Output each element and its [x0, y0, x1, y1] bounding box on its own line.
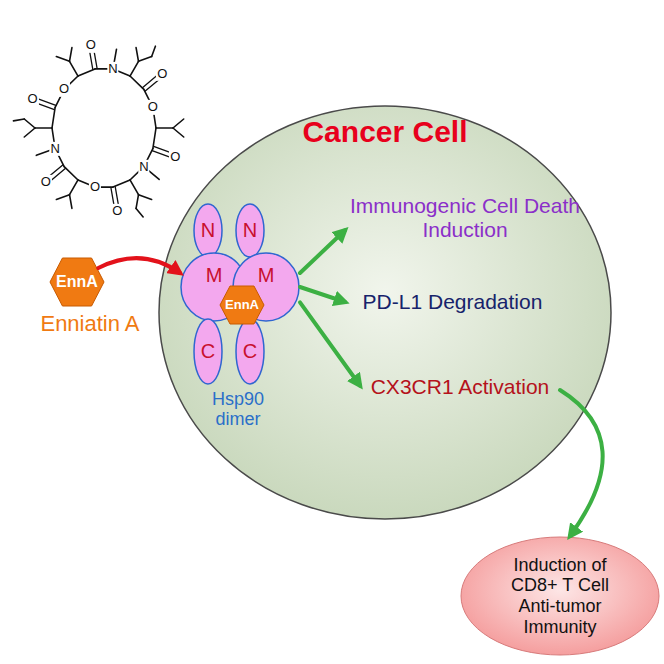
- atom-symbol: O: [27, 92, 39, 106]
- result-label: Induction of CD8+ T Cell Anti-tumor Immu…: [495, 555, 625, 638]
- bond-line: [13, 119, 24, 121]
- atom-symbol: O: [111, 204, 123, 218]
- hsp90-domain: N: [235, 203, 265, 258]
- outcome-label: PD-L1 Degradation: [363, 290, 543, 314]
- bond-line: [153, 128, 156, 149]
- drug-abbrev: EnnA: [56, 273, 98, 291]
- atom-symbol: O: [40, 175, 52, 189]
- outline-ellipse: [159, 106, 611, 519]
- bond-line: [24, 119, 35, 128]
- outline-hexagon: [220, 286, 264, 324]
- hsp90-domain: C: [235, 318, 265, 385]
- atom-symbol: O: [169, 150, 181, 164]
- cancer-cell: Cancer CellNNMMCCEnnAImmunogenic Cell De…: [158, 105, 612, 520]
- bond-line: [156, 127, 173, 129]
- enna-hexagon: EnnA: [219, 285, 265, 325]
- atom-symbol: O: [89, 180, 101, 194]
- atom-symbol: N: [107, 62, 118, 76]
- bond-line: [56, 195, 69, 200]
- domain-letter: C: [201, 340, 215, 363]
- outline-hexagon: [50, 258, 104, 306]
- bond-line: [130, 61, 139, 76]
- domain-letter: N: [201, 219, 215, 242]
- immunity-ellipse: Induction of CD8+ T Cell Anti-tumor Immu…: [460, 536, 660, 656]
- bond-line: [70, 180, 79, 195]
- bond-line: [139, 57, 152, 62]
- bond-line: [70, 61, 79, 76]
- bond-line: [130, 76, 144, 89]
- outline-ellipse: [236, 204, 264, 257]
- atom-symbol: O: [85, 38, 97, 52]
- outcome-text: CX3CR1 Activation: [360, 372, 560, 402]
- atom-symbol: O: [147, 100, 159, 114]
- outline-ellipse: [194, 204, 222, 257]
- domain-letter: M: [206, 264, 223, 287]
- cell-title: Cancer Cell: [158, 115, 612, 150]
- hsp90-domain: N: [193, 203, 223, 258]
- outcome-label: Immunogenic Cell Death Induction: [350, 194, 580, 242]
- outline-ellipse: [236, 319, 264, 384]
- bond-line: [64, 167, 78, 180]
- bond-line: [173, 128, 184, 137]
- atom-symbol: N: [138, 159, 149, 173]
- bond-line: [78, 69, 95, 76]
- bond-line: [56, 57, 69, 62]
- bond-line: [52, 107, 55, 128]
- atom-symbol: N: [49, 141, 60, 155]
- outline-ellipse: [194, 319, 222, 384]
- bond-line: [139, 195, 152, 200]
- bond-line: [136, 195, 138, 209]
- compound-name: Enniatin A: [15, 312, 165, 336]
- bond-line: [70, 48, 72, 62]
- bond-line: [130, 180, 139, 195]
- protein-label: Hsp90 dimer: [190, 390, 286, 430]
- drug-abbrev: EnnA: [225, 298, 259, 313]
- domain-letter: M: [258, 264, 275, 287]
- outcome-text: PD-L1 Degradation: [345, 287, 560, 317]
- bond-line: [35, 127, 52, 129]
- bond-line: [113, 180, 130, 187]
- domain-letter: C: [243, 340, 257, 363]
- outcome-label: CX3CR1 Activation: [371, 375, 550, 399]
- bond-line: [136, 208, 143, 216]
- outcome-text: Immunogenic Cell Death Induction: [345, 190, 585, 246]
- bond-line: [173, 119, 184, 128]
- hsp90-domain: C: [193, 318, 223, 385]
- bond-line: [136, 48, 138, 62]
- domain-letter: N: [243, 219, 257, 242]
- outline-ellipse: [461, 537, 659, 655]
- enna-hexagon: EnnA: [49, 257, 105, 307]
- bond-line: [70, 195, 72, 209]
- bond-line: [152, 46, 156, 56]
- bond-line: [24, 128, 35, 137]
- atom-symbol: O: [156, 67, 168, 81]
- atom-symbol: O: [58, 82, 70, 96]
